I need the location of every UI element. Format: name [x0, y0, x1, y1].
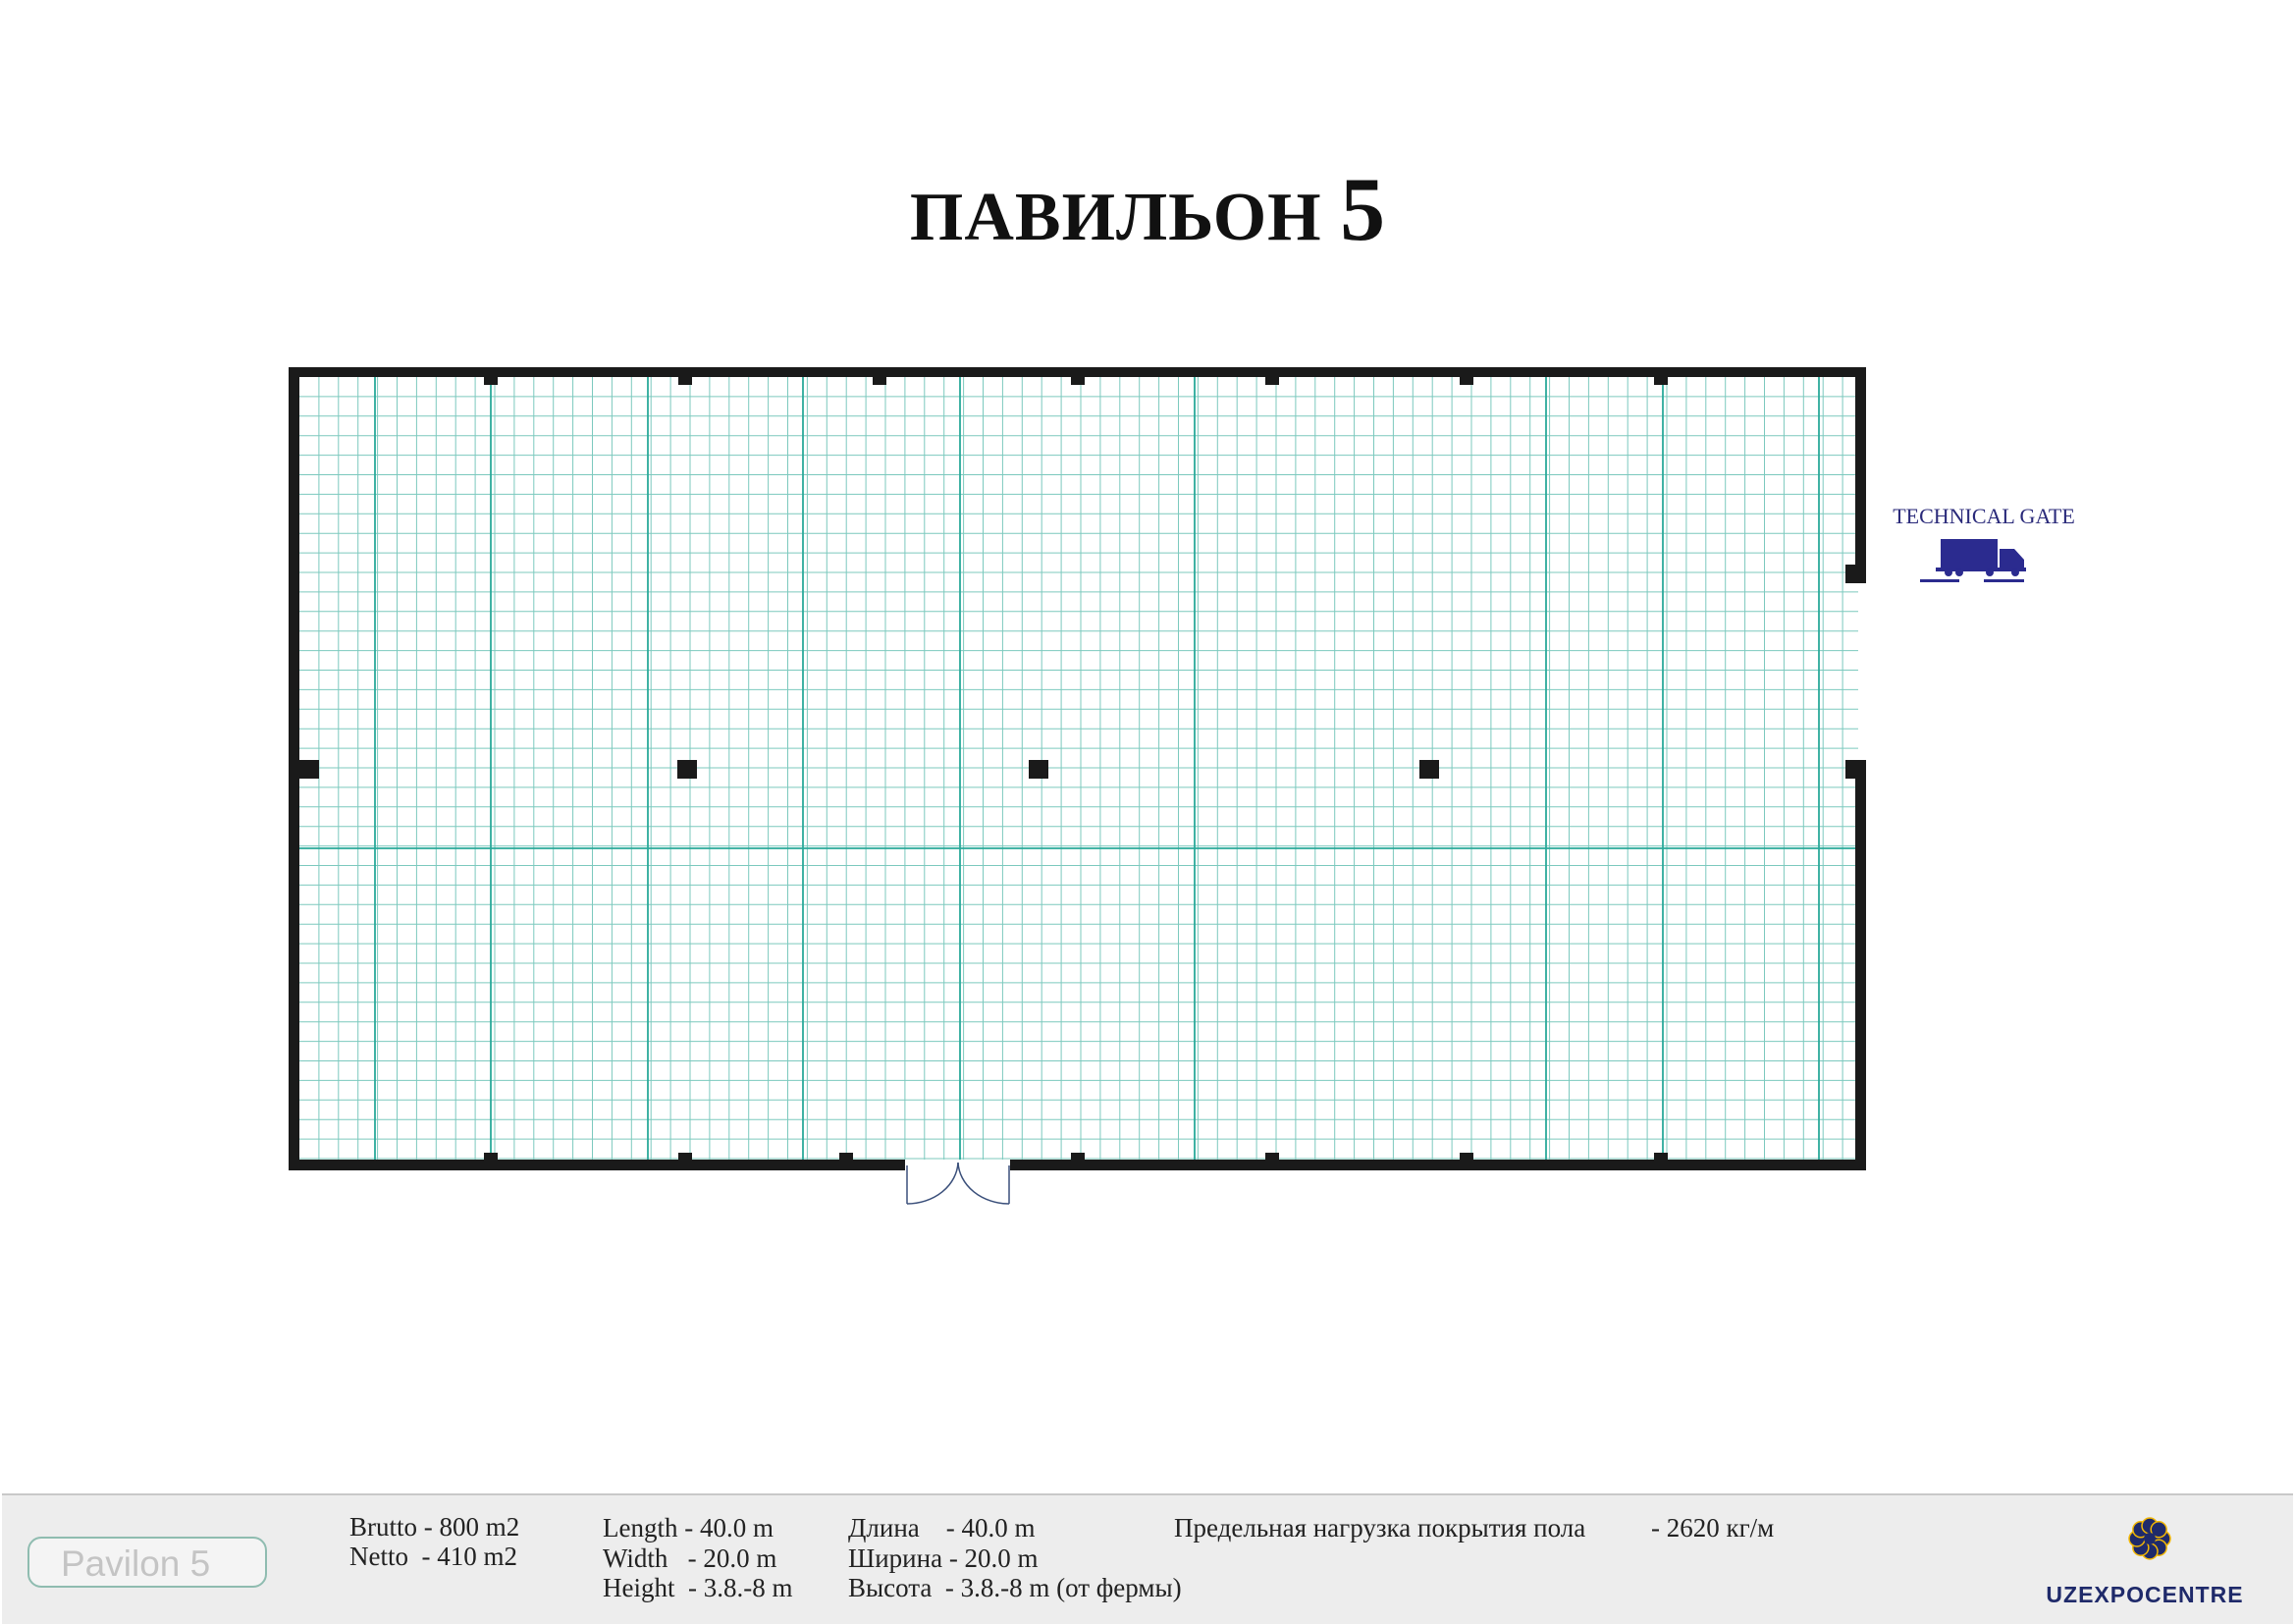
netto-area: Netto - 410 m2 — [349, 1542, 517, 1571]
wall-columns — [484, 377, 1668, 1161]
wall-column — [1654, 1153, 1668, 1161]
wall-column — [873, 377, 886, 385]
title-number: 5 — [1340, 159, 1387, 259]
wall-bottom-right — [1010, 1160, 1866, 1170]
column-inner — [1419, 760, 1439, 779]
info-footer: Pavilon 5 Brutto - 800 m2 Netto - 410 m2… — [2, 1493, 2293, 1624]
brutto-area: Brutto - 800 m2 — [349, 1512, 520, 1542]
wall-column — [484, 1153, 498, 1161]
wall-right-lower — [1855, 762, 1866, 1170]
truck-wheel — [1955, 568, 1963, 576]
width-en: Width - 20.0 m — [603, 1543, 777, 1573]
length-ru: Длина - 40.0 m — [848, 1513, 1036, 1543]
logo-text: UZEXPOCENTRE — [2046, 1582, 2244, 1607]
door-swing-left — [906, 1162, 959, 1205]
truck-ground-line — [1920, 579, 1959, 582]
page-title: ПАВИЛЬОН 5 — [0, 157, 2296, 261]
truck-wheel — [1945, 568, 1952, 576]
door-swing-right — [957, 1162, 1010, 1205]
title-text: ПАВИЛЬОН — [909, 180, 1322, 255]
wall-column — [1265, 377, 1279, 385]
wall-left — [289, 367, 299, 1170]
gate-post-bottom — [1845, 760, 1866, 779]
column-inner — [677, 760, 697, 779]
wall-column — [1071, 377, 1085, 385]
wall-column — [678, 1153, 692, 1161]
floor-plan — [289, 367, 2026, 1205]
gate-post-top — [1845, 565, 1866, 583]
truck-wheel — [2011, 568, 2019, 576]
height-ru: Высота - 3.8.-8 m (от фермы) — [848, 1573, 1182, 1602]
column-left-mid — [299, 760, 319, 779]
wall-column — [1460, 377, 1473, 385]
truck-icon — [1920, 539, 2026, 582]
floor-grid — [299, 377, 1858, 1160]
width-ru: Ширина - 20.0 m — [848, 1543, 1039, 1573]
truck-wheel — [1986, 568, 1994, 576]
truck-ground-line — [1984, 579, 2024, 582]
truck-cab — [2000, 549, 2024, 570]
column-inner — [1029, 760, 1048, 779]
wall-column — [484, 377, 498, 385]
wall-column — [1654, 377, 1668, 385]
length-en: Length - 40.0 m — [603, 1513, 774, 1543]
floor-load-label: Предельная нагрузка покрытия пола — [1174, 1513, 1586, 1543]
entrance-doors — [906, 1162, 1010, 1205]
height-en: Height - 3.8.-8 m — [603, 1573, 793, 1602]
wall-column — [1460, 1153, 1473, 1161]
wall-column — [839, 1153, 853, 1161]
technical-gate-label: TECHNICAL GATE — [1893, 504, 2075, 528]
inner-columns — [299, 760, 1439, 779]
truck-trailer — [1941, 539, 1998, 568]
uzexpocentre-logo-icon — [2128, 1517, 2171, 1560]
wall-column — [1071, 1153, 1085, 1161]
pavilion-walls — [289, 367, 1866, 1170]
wall-column — [678, 377, 692, 385]
wall-top — [289, 367, 1866, 377]
truck-chassis — [1936, 568, 2026, 571]
wall-column — [1265, 1153, 1279, 1161]
wall-right-upper — [1855, 367, 1866, 578]
pavilion-badge: Pavilon 5 — [27, 1537, 267, 1588]
wall-bottom-left — [289, 1160, 905, 1170]
floor-load-value: - 2620 кг/м — [1651, 1513, 1775, 1543]
